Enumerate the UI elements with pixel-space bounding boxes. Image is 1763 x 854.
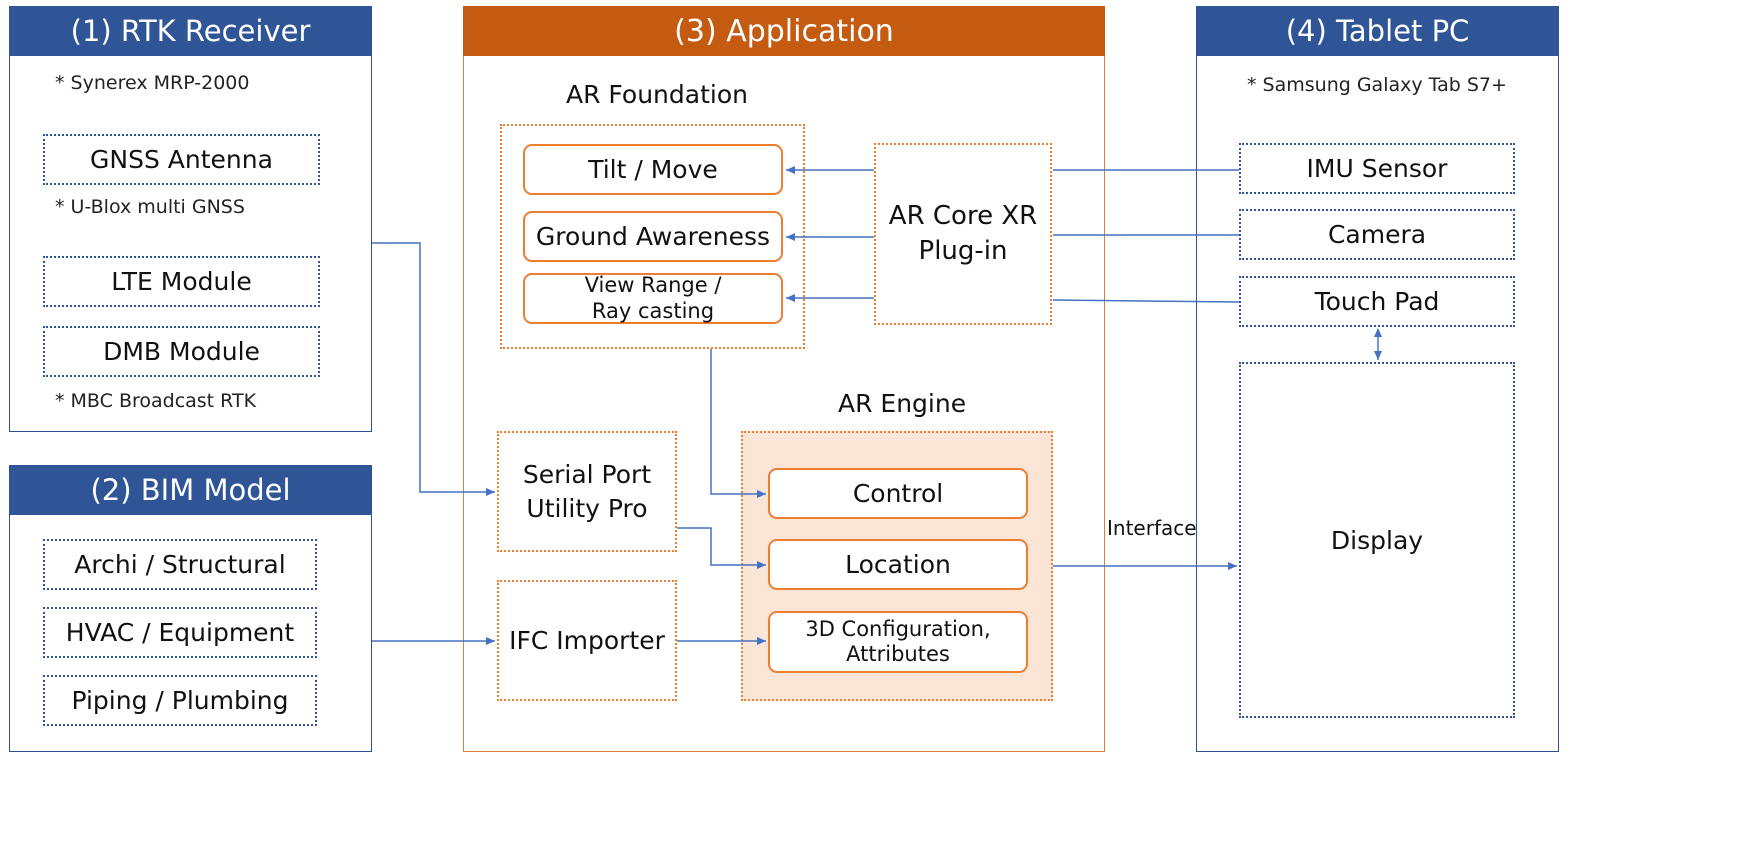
arcore-line2: Plug-in [918,236,1008,266]
bim-model-title: (2) BIM Model [9,465,372,515]
camera-box: Camera [1239,209,1515,260]
location-box: Location [768,539,1028,590]
view-range-line2: Ray casting [591,298,715,323]
imu-sensor-box: IMU Sensor [1239,143,1515,194]
touch-pad-box: Touch Pad [1239,276,1515,327]
rtk-receiver-title: (1) RTK Receiver [9,6,372,56]
application-title: (3) Application [463,6,1105,56]
interface-label: Interface [1107,516,1197,540]
3d-configuration-box: 3D Configuration, Attributes [768,611,1028,673]
gnss-antenna-box: GNSS Antenna [43,134,320,185]
foundation-to-control-arrow [710,349,766,498]
serial-to-location-arrow [677,527,766,569]
ar-foundation-title: AR Foundation [566,80,748,109]
config-line2: Attributes [846,642,950,666]
tilt-move-box: Tilt / Move [523,144,783,195]
gnss-note: * U-Blox multi GNSS [55,196,245,218]
serial-port-box: Serial Port Utility Pro [497,431,677,552]
view-range-box: View Range / Ray casting [523,273,783,324]
rtk-to-serial-arrow [372,242,495,496]
serial-line1: Serial Port [522,459,652,489]
ground-awareness-box: Ground Awareness [523,211,783,262]
dmb-module-box: DMB Module [43,326,320,377]
display-box: Display [1239,362,1515,718]
tablet-model-note: * Samsung Galaxy Tab S7+ [1247,74,1507,96]
ifc-importer-box: IFC Importer [497,580,677,701]
lte-module-box: LTE Module [43,256,320,307]
control-box: Control [768,468,1028,519]
view-range-line1: View Range / [584,273,722,298]
tablet-pc-title: (4) Tablet PC [1196,6,1559,56]
arcore-line1: AR Core XR [888,200,1038,231]
arcore-xr-plugin-box: AR Core XR Plug-in [874,143,1052,325]
dmb-note: * MBC Broadcast RTK [55,390,257,412]
touch-to-arcore-line [1052,299,1240,303]
bim-item-piping: Piping / Plumbing [43,675,317,726]
ar-engine-title: AR Engine [838,389,967,418]
config-line1: 3D Configuration, [805,616,991,641]
rtk-model-note: * Synerex MRP-2000 [55,72,250,94]
serial-line2: Utility Pro [526,493,648,523]
bim-item-archi: Archi / Structural [43,539,317,590]
bim-item-hvac: HVAC / Equipment [43,607,317,658]
